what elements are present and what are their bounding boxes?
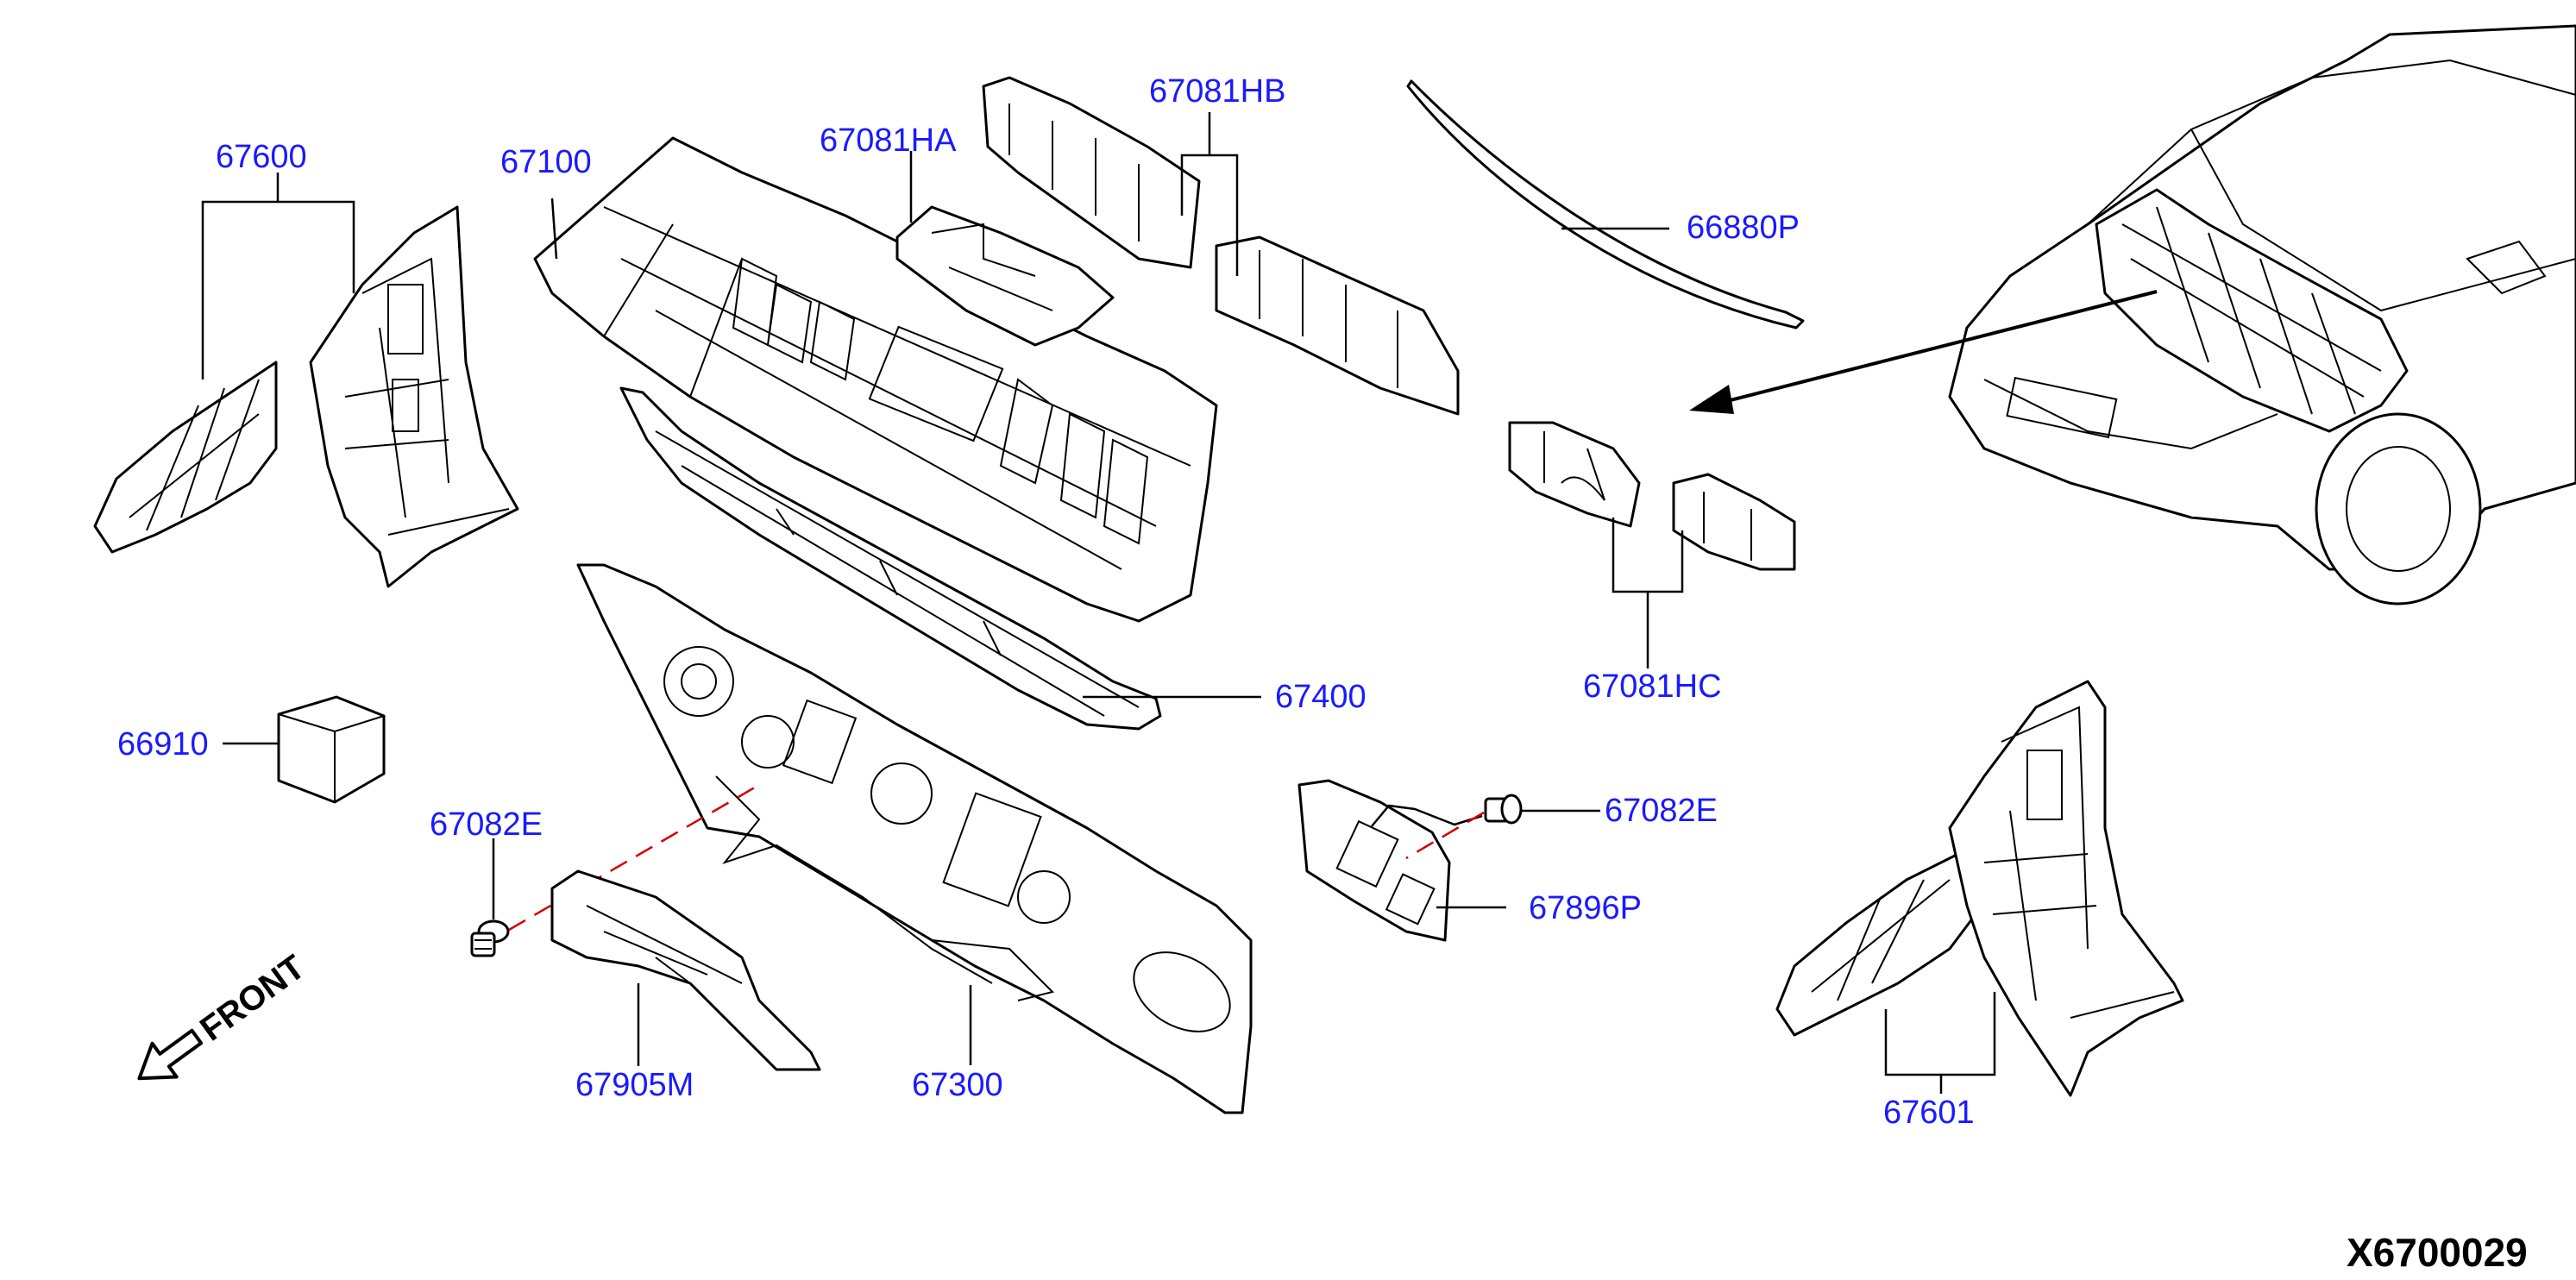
leader-67100 [550,198,558,260]
part-67601-panel [1775,680,2184,1097]
hidden-line-left [508,783,760,932]
label-67896P: 67896P [1529,890,1642,926]
part-67100-cowl-top [533,136,1218,623]
part-67081HC-pads [1508,421,1796,571]
label-67601: 67601 [1883,1095,1975,1131]
label-67400: 67400 [1275,679,1367,715]
part-67896P-pad [1297,779,1451,942]
label-67082E-left: 67082E [430,806,543,843]
part-66910-block [277,695,386,804]
label-67081HC: 67081HC [1583,668,1722,705]
label-67082E-right: 67082E [1605,793,1718,829]
part-67600-panel [93,205,519,588]
part-67081HB-pads [982,76,1460,416]
callout-arrow [1689,290,2158,414]
leader-67601 [1884,992,1996,1094]
front-label: FRONT [193,948,311,1049]
label-66880P: 66880P [1687,210,1800,246]
part-67081HA-pad [895,205,1115,347]
leader-67081HC [1612,518,1684,668]
part-67082E-clip-right [1484,794,1523,825]
car-illustration [1948,24,2576,605]
front-arrow: FRONT [137,948,311,1081]
leader-67600 [201,173,355,380]
label-66910: 66910 [117,726,209,762]
part-67400-cowl-lower [619,386,1162,731]
label-67905M: 67905M [575,1067,694,1103]
label-67600: 67600 [216,139,307,175]
label-67300: 67300 [912,1067,1003,1103]
diagram-code: X6700029 [2347,1230,2528,1275]
leader-67082E-right-branch [1371,804,1483,827]
part-66880P-seal [1406,79,1805,329]
label-67100: 67100 [500,144,592,180]
part-67300-dash-panel [576,563,1253,1114]
label-67081HB: 67081HB [1149,73,1285,110]
leader-67081HB [1180,112,1239,276]
part-67082E-clip-left [470,919,510,957]
label-67081HA: 67081HA [820,122,957,159]
part-67905M-bracket [550,869,821,1071]
hidden-line-right [1405,811,1485,860]
